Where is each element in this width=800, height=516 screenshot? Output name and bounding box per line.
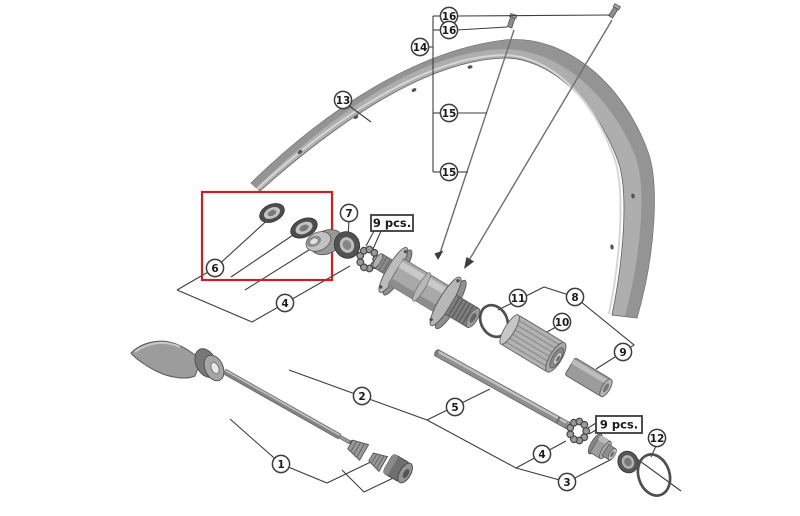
freehub-body: [499, 314, 567, 373]
spokes: [434, 19, 613, 269]
callout-7: 7: [339, 203, 359, 223]
svg-text:9: 9: [619, 347, 626, 359]
quantity-label-front: 9 pcs.: [370, 214, 414, 232]
svg-text:12: 12: [650, 433, 665, 445]
seal-ring: [333, 231, 361, 259]
spacer: [565, 357, 613, 398]
callout-4-front: 4: [275, 293, 295, 313]
callout-16-top: 16: [439, 6, 459, 26]
svg-text:16: 16: [442, 11, 457, 23]
callout-11: 11: [508, 288, 528, 308]
bearing-small: [259, 203, 285, 223]
spoke-arrow: [464, 257, 474, 269]
bearing-large: [290, 217, 318, 239]
callout-1: 1: [271, 454, 291, 474]
callout-15-bottom: 15: [439, 162, 459, 182]
svg-text:7: 7: [345, 208, 352, 220]
spoke-arrow: [434, 250, 444, 260]
svg-text:5: 5: [451, 402, 458, 414]
callout-15-top: 15: [439, 103, 459, 123]
hub-flange-holes: [379, 249, 460, 322]
callout-2: 2: [352, 386, 372, 406]
rim: [250, 39, 655, 319]
qr-spring-large: [368, 452, 389, 473]
seal-washer-rear: [617, 450, 639, 474]
callout-12: 12: [647, 428, 667, 448]
svg-text:1: 1: [277, 459, 284, 471]
callout-9-spacer: 9: [613, 342, 633, 362]
svg-text:9 pcs.: 9 pcs.: [373, 216, 411, 230]
svg-text:4: 4: [538, 449, 545, 461]
cone-nut: [587, 433, 617, 461]
svg-text:10: 10: [555, 317, 570, 329]
svg-text:13: 13: [336, 95, 351, 107]
callout-5: 5: [445, 397, 465, 417]
svg-text:11: 11: [511, 293, 526, 305]
svg-text:9 pcs.: 9 pcs.: [600, 418, 638, 432]
qr-spring-small: [347, 439, 370, 462]
svg-text:3: 3: [563, 477, 570, 489]
quick-release-skewer: [130, 340, 413, 484]
quantity-label-rear: 9 pcs.: [595, 415, 643, 434]
callout-8: 8: [565, 287, 585, 307]
svg-text:8: 8: [571, 292, 578, 304]
callout-3: 3: [557, 472, 577, 492]
callout-14: 14: [410, 37, 430, 57]
spoke-nipple-right: [608, 3, 621, 19]
svg-text:4: 4: [281, 298, 288, 310]
o-ring-12: [636, 453, 672, 497]
callout-13: 13: [333, 90, 353, 110]
qr-end-nut: [383, 454, 413, 484]
rim-spoke-holes: [297, 65, 635, 250]
bearing-cup: [305, 229, 343, 256]
svg-text:15: 15: [442, 167, 457, 179]
svg-text:6: 6: [211, 263, 218, 275]
hub-body: [372, 246, 481, 330]
callout-16-bottom: 16: [439, 20, 459, 40]
svg-text:2: 2: [358, 391, 365, 403]
callout-6: 6: [205, 258, 225, 278]
svg-text:15: 15: [442, 108, 457, 120]
svg-text:16: 16: [442, 25, 457, 37]
ball-retainer-rear: [566, 417, 591, 445]
svg-text:14: 14: [413, 42, 428, 54]
callout-10: 10: [552, 312, 572, 332]
callout-4-rear: 4: [532, 444, 552, 464]
qr-rod: [222, 368, 352, 445]
